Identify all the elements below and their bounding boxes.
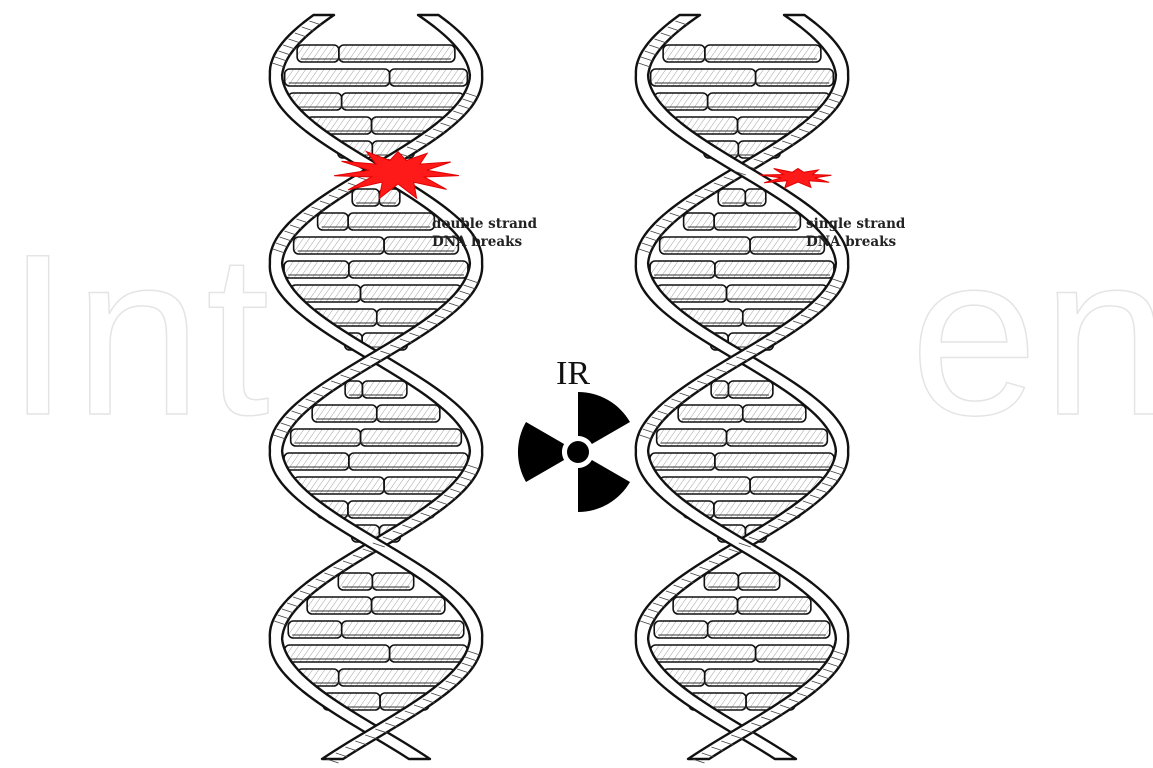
left-label-line1: double strand xyxy=(432,215,537,233)
base-pair-rung xyxy=(684,213,801,230)
trefoil-blade xyxy=(578,460,630,512)
trefoil-blade xyxy=(518,422,564,482)
ir-label: IR xyxy=(556,355,590,393)
base-pair-rung xyxy=(651,645,834,662)
base-pair-rung xyxy=(663,669,821,686)
base-pair-rung xyxy=(352,189,400,206)
base-pair-rung xyxy=(654,93,830,110)
base-pair-rung xyxy=(704,573,779,590)
base-pair-rung xyxy=(711,381,773,398)
base-pair-rung xyxy=(307,597,445,614)
base-pair-rung xyxy=(659,477,824,494)
base-pair-rung xyxy=(338,573,413,590)
base-pair-rung xyxy=(290,285,461,302)
base-pair-rung xyxy=(650,453,834,470)
base-pair-rung xyxy=(285,645,468,662)
trefoil-blade xyxy=(578,392,630,444)
base-pair-rung xyxy=(285,69,468,86)
dna-helix-double-strand xyxy=(270,15,482,763)
base-pair-rung xyxy=(673,597,811,614)
base-pair-rung xyxy=(291,429,462,446)
base-pair-rung xyxy=(650,261,834,278)
base-pair-rung xyxy=(718,189,766,206)
base-pair-rung xyxy=(288,93,464,110)
base-pair-rung xyxy=(288,621,464,638)
radiation-trefoil-icon xyxy=(518,392,630,512)
base-pair-rung xyxy=(656,285,827,302)
base-pair-rung xyxy=(657,429,828,446)
left-label-line2: DNA breaks xyxy=(432,233,522,251)
right-label-line1: single strand xyxy=(806,215,905,233)
base-pair-rung xyxy=(663,45,821,62)
base-pair-rung xyxy=(651,69,834,86)
base-pair-rung xyxy=(284,453,468,470)
base-pair-rung xyxy=(297,669,455,686)
base-pair-rung xyxy=(284,261,468,278)
base-pair-rung xyxy=(318,213,435,230)
base-pair-rung xyxy=(297,45,455,62)
dna-helix-single-strand xyxy=(636,15,848,763)
base-pair-rung xyxy=(654,621,830,638)
base-pair-rung xyxy=(293,477,458,494)
base-pair-rung xyxy=(345,381,407,398)
right-label-line2: DNA breaks xyxy=(806,233,896,251)
base-pair-rung xyxy=(312,405,440,422)
base-pair-rung xyxy=(678,405,806,422)
base-pair-rung xyxy=(660,237,825,254)
